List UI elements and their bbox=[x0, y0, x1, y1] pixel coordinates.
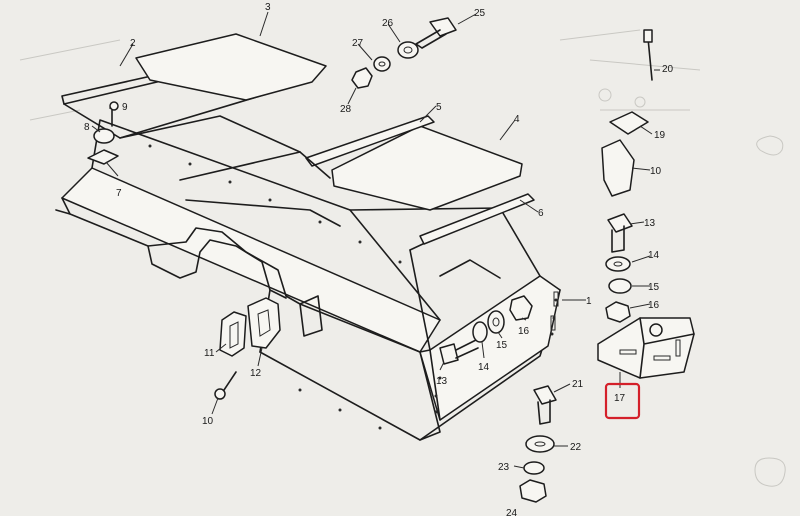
label-part-28: 28 bbox=[340, 104, 352, 115]
background-bleed-marks bbox=[19, 29, 786, 487]
part-14-washer-left bbox=[472, 321, 488, 343]
label-part-27: 27 bbox=[352, 38, 364, 49]
part-26-washer bbox=[397, 41, 419, 59]
label-part-6: 6 bbox=[538, 208, 544, 219]
page-hole-mark-top bbox=[756, 135, 784, 156]
label-part-20: 20 bbox=[662, 64, 674, 75]
part-16-nut-right bbox=[605, 301, 631, 323]
label-part-26: 26 bbox=[382, 18, 394, 29]
label-part-7: 7 bbox=[116, 188, 122, 199]
label-part-5: 5 bbox=[436, 102, 442, 113]
label-part-2: 2 bbox=[130, 38, 136, 49]
label-part-24: 24 bbox=[506, 508, 518, 516]
part-11-grommet bbox=[219, 311, 247, 357]
label-part-25: 25 bbox=[474, 8, 486, 19]
label-part-9: 9 bbox=[122, 102, 128, 113]
part-13-bolt-left bbox=[439, 343, 459, 365]
part-7-clip bbox=[87, 149, 119, 165]
label-part-10-left: 10 bbox=[202, 416, 214, 427]
part-19-hinge bbox=[609, 111, 649, 135]
label-part-16-right: 16 bbox=[648, 300, 660, 311]
label-part-13-left: 13 bbox=[436, 376, 448, 387]
label-part-1: 1 bbox=[586, 296, 592, 307]
part-8-washer bbox=[93, 128, 115, 144]
part-17-bracket bbox=[597, 317, 695, 379]
leader-lines bbox=[91, 11, 660, 469]
part-28-nut bbox=[351, 67, 373, 89]
label-part-3: 3 bbox=[265, 2, 271, 13]
part-16-nut-left bbox=[509, 295, 533, 321]
part-13-bolt-right bbox=[607, 213, 633, 233]
part-15-washer-left bbox=[487, 310, 505, 334]
label-part-21: 21 bbox=[572, 379, 584, 390]
label-part-8: 8 bbox=[84, 122, 90, 133]
part-21-bolt bbox=[533, 385, 557, 405]
part-24-nut bbox=[519, 479, 547, 503]
part-18-latch bbox=[601, 139, 635, 197]
part-10-screw bbox=[214, 388, 226, 400]
part-number-labels: 3 2 5 4 6 1 25 26 27 28 9 8 7 20 19 10 1… bbox=[84, 2, 674, 516]
label-part-19: 19 bbox=[654, 130, 666, 141]
label-part-16-left: 16 bbox=[518, 326, 530, 337]
label-part-10-right: 10 bbox=[650, 166, 662, 177]
page-hole-mark-bottom bbox=[754, 457, 786, 487]
part-12-grommet bbox=[247, 297, 281, 349]
label-part-17: 17 bbox=[614, 393, 626, 404]
part-20-rod bbox=[647, 37, 653, 81]
label-part-14-left: 14 bbox=[478, 362, 490, 373]
label-part-22: 22 bbox=[570, 442, 582, 453]
label-part-4: 4 bbox=[514, 114, 520, 125]
part-15-washer-right bbox=[608, 278, 632, 294]
part-14-washer-right bbox=[605, 256, 631, 272]
label-part-15-left: 15 bbox=[496, 340, 508, 351]
label-part-12: 12 bbox=[250, 368, 262, 379]
label-part-14-right: 14 bbox=[648, 250, 660, 261]
hardware-parts bbox=[87, 17, 695, 503]
label-part-15-right: 15 bbox=[648, 282, 660, 293]
label-part-13-right: 13 bbox=[644, 218, 656, 229]
part-27-washer bbox=[373, 56, 391, 72]
frame-body bbox=[55, 33, 561, 441]
part-23-lockwasher bbox=[523, 461, 545, 475]
label-part-11: 11 bbox=[204, 348, 215, 359]
part-22-washer bbox=[525, 435, 555, 453]
highlight-box-part-17 bbox=[604, 382, 641, 420]
part-25-bolt bbox=[415, 17, 457, 49]
label-part-23: 23 bbox=[498, 462, 510, 473]
